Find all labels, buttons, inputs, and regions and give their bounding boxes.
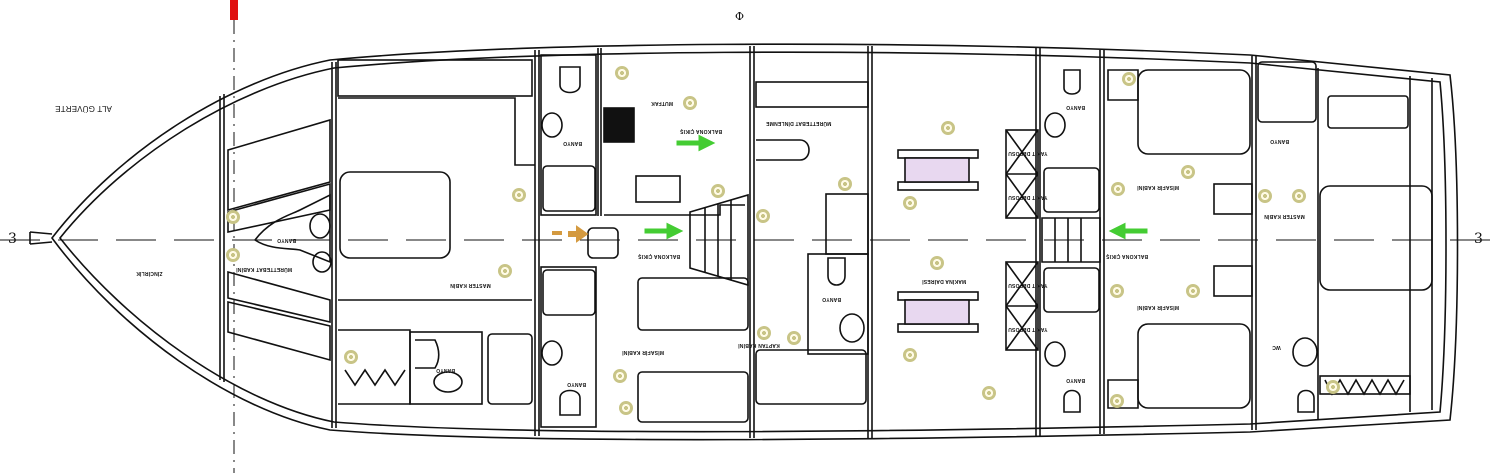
- hull-inner: [58, 51, 1447, 433]
- label-galley: MUTFAK: [651, 100, 674, 106]
- label-engine-room: MAKİNA DAİRESİ: [922, 278, 967, 284]
- label-guest-cabin-aft-bottom: MİSAFİR KABİNİ: [1137, 304, 1179, 310]
- light-fixture-icon: [1122, 72, 1136, 86]
- label-master-cabin-aft: MASTER KABİN: [1264, 213, 1305, 219]
- light-fixture-icon: [1110, 394, 1124, 408]
- light-fixture-icon: [711, 184, 725, 198]
- label-balcony-exit-1: BALKONA ÇIKIŞ: [680, 128, 723, 134]
- light-fixture-icon: [1181, 165, 1195, 179]
- label-balcony-exit-3: BALKONA ÇIKIŞ: [1106, 253, 1149, 259]
- label-master-cabin: MASTER KABİN: [450, 282, 491, 288]
- light-fixture-icon: [941, 121, 955, 135]
- light-fixture-icon: [903, 348, 917, 362]
- light-fixture-icon: [226, 210, 240, 224]
- label-fuel-tank-4: YAKIT DEPOSU: [1008, 326, 1048, 332]
- green-arrow-2: [644, 222, 684, 240]
- light-fixture-icon: [615, 66, 629, 80]
- label-bath-master-top: BANYO: [563, 140, 583, 146]
- label-bath-aft-bottom: BANYO: [1066, 377, 1086, 383]
- light-fixture-icon: [683, 96, 697, 110]
- bow-tip: [29, 231, 53, 245]
- light-fixture-icon: [787, 331, 801, 345]
- light-fixture-icon: [1292, 189, 1306, 203]
- light-fixture-icon: [1186, 284, 1200, 298]
- label-wc: WC: [1272, 344, 1281, 350]
- light-fixture-icon: [1258, 189, 1272, 203]
- label-bath-captain: BANYO: [822, 296, 842, 302]
- light-fixture-icon: [1110, 284, 1124, 298]
- label-bath-guest-fwd: BANYO: [567, 381, 587, 387]
- light-fixture-icon: [903, 196, 917, 210]
- light-fixture-icon: [498, 264, 512, 278]
- label-bath-aft-top: BANYO: [1066, 104, 1086, 110]
- red-marker: [230, 0, 238, 20]
- hull-outline: [50, 43, 1459, 441]
- light-fixture-icon: [226, 248, 240, 262]
- light-fixture-icon: [1326, 380, 1340, 394]
- label-captain-cabin: KAPTAN KABİNİ: [738, 342, 780, 348]
- light-fixture-icon: [512, 188, 526, 202]
- light-fixture-icon: [838, 177, 852, 191]
- label-balcony-exit-2: BALKONA ÇIKIŞ: [638, 253, 681, 259]
- light-fixture-icon: [344, 350, 358, 364]
- centerline-marker-left: 3: [8, 231, 17, 247]
- label-fuel-tank-1: YAKIT DEPOSU: [1008, 150, 1048, 156]
- centerline-marker-right: 3: [1474, 231, 1483, 247]
- label-bath-master-bottom: BANYO: [436, 367, 456, 373]
- orange-arrow: [552, 225, 589, 243]
- light-fixture-icon: [1111, 182, 1125, 196]
- label-guest-cabin-fwd: MİSAFİR KABİNİ: [622, 349, 664, 355]
- light-fixture-icon: [757, 326, 771, 340]
- label-crew-rest: MÜRETTEBAT DİNLENME: [766, 120, 832, 126]
- light-fixture-icon: [982, 386, 996, 400]
- label-crew-cabin: MÜRETTEBAT KABİNİ: [236, 266, 293, 272]
- label-bath-master-aft: BANYO: [1270, 138, 1290, 144]
- green-arrow-1: [676, 134, 716, 152]
- green-arrow-3: [1108, 222, 1148, 240]
- top-symbol: Φ: [735, 10, 745, 23]
- label-fuel-tank-2: YAKIT DEPOSU: [1008, 194, 1048, 200]
- light-fixture-icon: [613, 369, 627, 383]
- light-fixture-icon: [619, 401, 633, 415]
- deck-title: ALT GÜVERTE: [55, 104, 112, 113]
- label-bath-fwd: BANYO: [277, 237, 297, 243]
- label-chain-locker: ZİNCİRLİK: [136, 270, 163, 276]
- light-fixture-icon: [930, 256, 944, 270]
- label-fuel-tank-3: YAKIT DEPOSU: [1008, 282, 1048, 288]
- light-fixture-icon: [756, 209, 770, 223]
- label-guest-cabin-aft-top: MİSAFİR KABİNİ: [1137, 184, 1179, 190]
